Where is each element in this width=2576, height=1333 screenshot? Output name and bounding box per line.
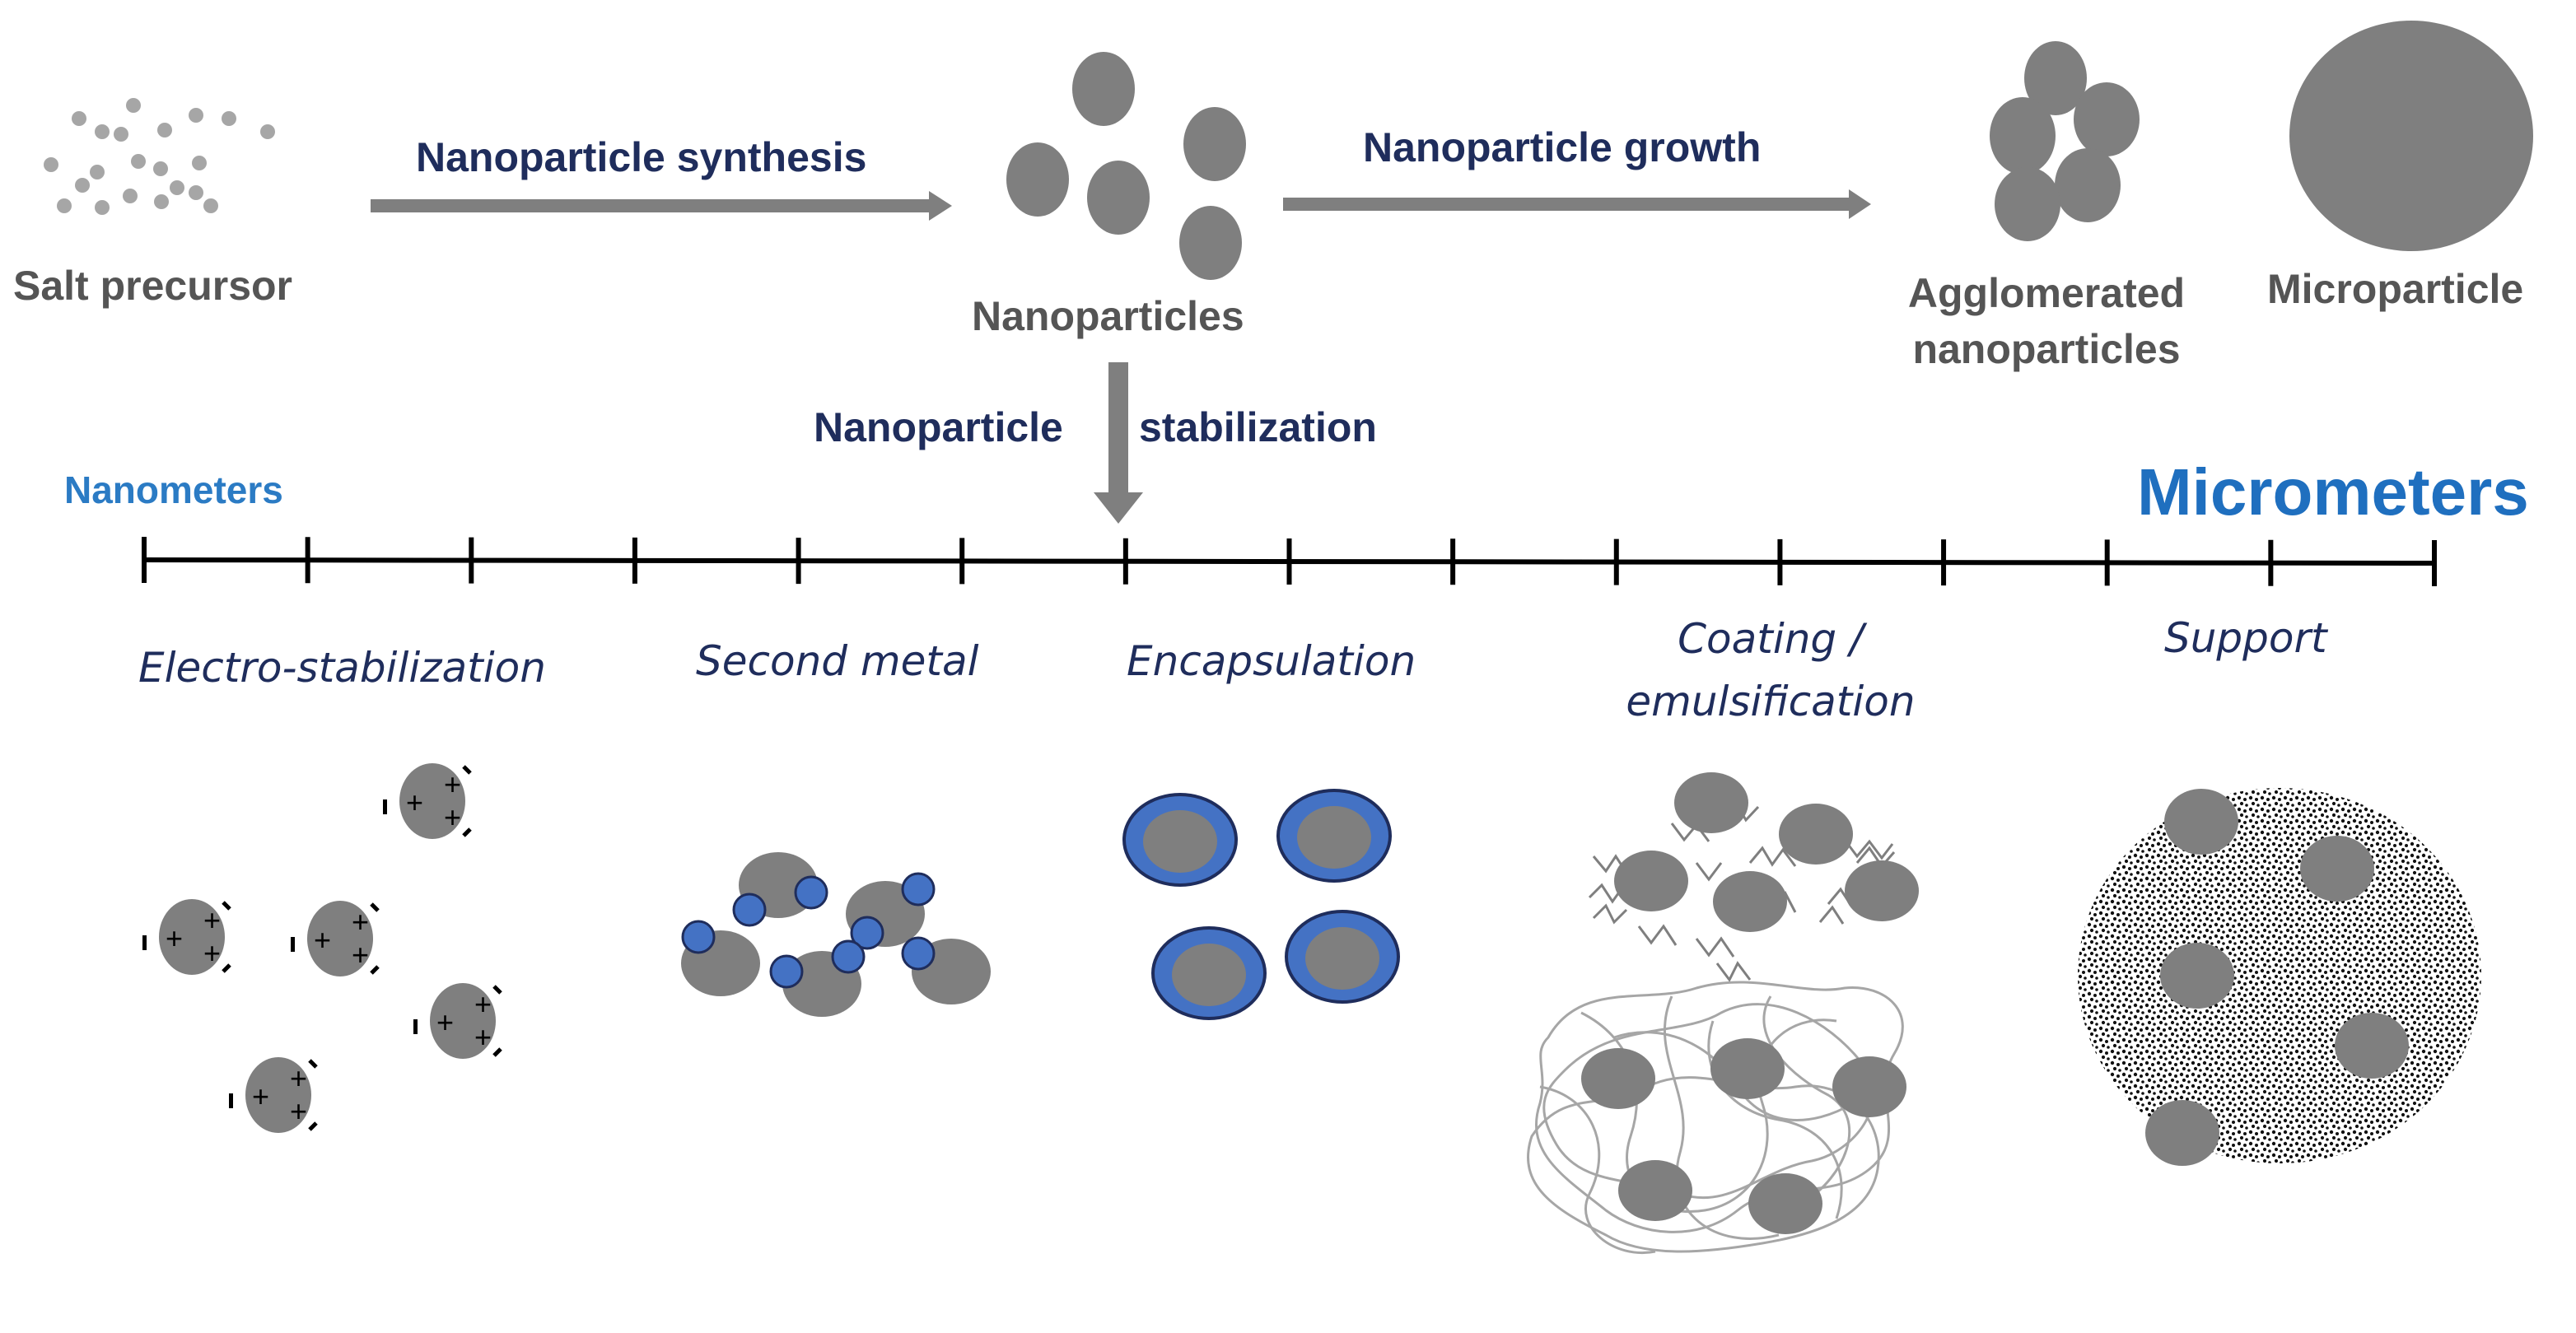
encapsulated-particle [1285, 910, 1400, 1004]
growth-arrow-label: Nanoparticle growth [1363, 124, 1762, 170]
electro-stabilized-particles: + + + + + + + + + + + [142, 763, 502, 1133]
plus-charge: + [436, 1005, 454, 1039]
nanoparticles-cluster [1006, 52, 1246, 280]
support-label: Support [2164, 614, 2327, 662]
agglomerated-label-line1: Agglomerated [1907, 270, 2186, 316]
charged-particle: + + + [413, 983, 502, 1059]
encapsulated-particles [1122, 789, 1400, 1020]
growth-arrow [1283, 189, 1871, 219]
plus-charge: + [203, 936, 221, 970]
charged-particle: + + + [142, 899, 231, 975]
synthesis-arrow [371, 191, 952, 221]
plus-charge: + [290, 1094, 307, 1128]
encapsulated-particle [1122, 793, 1238, 887]
stabilization-label-right: stabilization [1139, 404, 1377, 450]
plus-charge: + [444, 767, 461, 801]
second-metal-label: Second metal [696, 637, 979, 685]
coating-emulsification-label: Coating / emulsification [1581, 608, 1960, 733]
salt-precursor-dots [44, 98, 275, 215]
plus-charge: + [444, 800, 461, 834]
plus-charge: + [474, 987, 492, 1021]
electro-stabilization-label: Electro-stabilization [138, 644, 546, 692]
nanometers-label: Nanometers [64, 468, 283, 511]
plus-charge: + [406, 785, 423, 819]
second-metal-particles [681, 852, 991, 1017]
emulsified-particles [1527, 981, 1906, 1254]
charged-particle: + + + [383, 763, 472, 839]
plus-charge: + [203, 903, 221, 937]
nanoparticles-label: Nanoparticles [972, 293, 1244, 339]
plus-charge: + [352, 905, 369, 939]
encapsulated-particle [1151, 926, 1267, 1020]
coating-label-line2: emulsification [1626, 678, 1916, 725]
synthesis-arrow-label: Nanoparticle synthesis [416, 134, 867, 180]
salt-precursor-label: Salt precursor [13, 263, 293, 309]
charged-particle: + + + [229, 1057, 318, 1133]
support-particles [2078, 788, 2481, 1166]
agglomerated-nanoparticles [1990, 41, 2140, 241]
plus-charge: + [474, 1020, 492, 1054]
support-matrix [2078, 788, 2481, 1163]
plus-charge: + [166, 921, 183, 955]
coating-label-line1: Coating / [1678, 615, 1864, 663]
microparticle-label: Microparticle [2267, 266, 2524, 312]
coated-particles [1588, 772, 1919, 982]
plus-charge: + [252, 1079, 269, 1113]
plus-charge: + [314, 923, 331, 957]
stabilization-label-left: Nanoparticle [814, 404, 1063, 450]
charged-particle: + + + [291, 901, 380, 976]
scale-axis [142, 537, 2437, 586]
encapsulation-label: Encapsulation [1127, 637, 1416, 685]
plus-charge: + [290, 1061, 307, 1095]
plus-charge: + [352, 938, 369, 972]
agglomerated-label: Agglomerated nanoparticles [1890, 265, 2203, 377]
stabilization-arrow [1094, 362, 1143, 524]
micrometers-label: Micrometers [2137, 455, 2529, 529]
microparticle [2289, 21, 2533, 251]
encapsulated-particle [1276, 789, 1392, 883]
agglomerated-label-line2: nanoparticles [1912, 326, 2181, 372]
